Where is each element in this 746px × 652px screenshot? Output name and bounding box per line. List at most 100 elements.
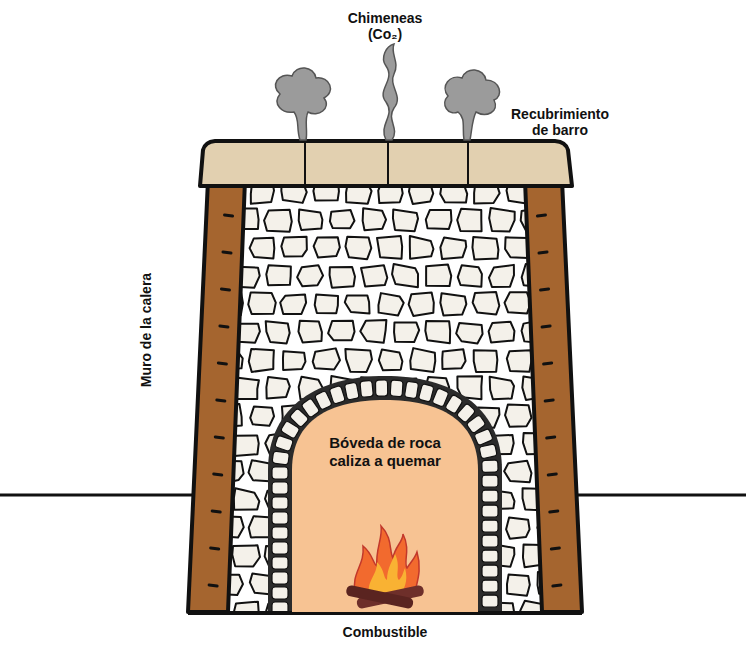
limestone-rock [345, 349, 372, 372]
part-label: Recubrimiento de barro [505, 106, 615, 138]
arch-rock [482, 520, 498, 532]
part-label: Muro de la calera [138, 240, 154, 420]
arch-rock [272, 527, 288, 539]
vault-shape [292, 400, 478, 612]
limestone-rock [266, 377, 289, 399]
limestone-rock [345, 295, 370, 313]
arch-rock [344, 382, 359, 400]
arch-rock [272, 542, 288, 554]
limestone-rock [409, 292, 434, 316]
limestone-rock [489, 322, 515, 343]
arch-rock [482, 505, 498, 517]
arch-rock [418, 384, 434, 403]
arch-rock [360, 380, 373, 397]
arch-rock [482, 535, 498, 547]
arch-rock [482, 475, 498, 487]
arch-rock [272, 467, 288, 479]
limestone-rock [266, 265, 291, 285]
limestone-rock [313, 348, 340, 369]
limestone-rock [233, 435, 258, 455]
arch-rock [390, 380, 403, 397]
limestone-rock [442, 349, 465, 369]
limestone-rock [426, 210, 452, 229]
limestone-rock [489, 208, 515, 231]
limestone-rock [504, 461, 531, 482]
limestone-rock [410, 236, 434, 259]
vault-arch [268, 376, 502, 614]
limestone-rock [457, 209, 481, 232]
limestone-rock [472, 237, 498, 259]
arch-rock [474, 428, 493, 445]
limestone-rock [314, 237, 340, 257]
arch-rock [272, 497, 288, 509]
arch-rock [272, 451, 289, 465]
arch-rock [329, 385, 345, 404]
arch-rock [482, 565, 498, 577]
limestone-rock [474, 350, 498, 372]
arch-rock [482, 490, 498, 502]
limestone-fill [216, 180, 579, 624]
limestone-rock [298, 321, 321, 343]
limestone-rock [248, 292, 276, 314]
limestone-rock [281, 237, 307, 257]
chimney [304, 143, 306, 184]
part-label: Chimeneas (Co₂) [340, 10, 430, 42]
chimney [387, 143, 389, 184]
limestone-rock [297, 265, 323, 286]
arch-rock [272, 557, 288, 569]
kiln-interior [220, 180, 550, 614]
clay-cover [200, 141, 572, 186]
kiln-wall-right [525, 180, 582, 612]
arch-rock [404, 381, 418, 399]
limestone-rock [299, 210, 323, 230]
limestone-rock [394, 322, 419, 342]
limestone-rock [330, 267, 355, 288]
limestone-rock [315, 295, 338, 314]
arch-rock [482, 550, 498, 562]
vault-chamber: Bóveda de roca caliza a quemar [292, 400, 478, 612]
limestone-rock [393, 209, 418, 231]
limestone-rock [490, 377, 514, 400]
limestone-rock [360, 320, 386, 343]
fire [345, 526, 424, 609]
limestone-rock [266, 321, 290, 343]
limestone-rock [264, 210, 292, 232]
limestone-rock [392, 264, 418, 287]
arch-rock [272, 587, 288, 599]
arch-rock [479, 444, 497, 459]
arch-rock [272, 482, 288, 494]
limestone-rock [440, 293, 466, 315]
arch-rock [272, 572, 288, 584]
limestone-rock [280, 295, 306, 315]
limestone-rock [250, 407, 274, 426]
limestone-rock [440, 237, 466, 259]
limestone-rock [458, 265, 482, 286]
arch-rock [272, 512, 288, 524]
limestone-rock [379, 349, 403, 370]
limestone-rock [378, 293, 403, 315]
limestone-rock [249, 349, 274, 372]
limestone-rock [473, 292, 500, 314]
arch-stones [272, 380, 498, 614]
vault-label: Bóveda de roca caliza a quemar [325, 400, 445, 470]
limestone-rock [363, 208, 386, 230]
limestone-rock [505, 292, 531, 313]
limestone-rock [410, 348, 435, 372]
limestone-rock [361, 265, 387, 286]
limestone-rock [456, 323, 482, 344]
limestone-rock [507, 575, 530, 596]
limestone-rock [489, 265, 514, 287]
limestone-rock [345, 237, 371, 260]
limestone-rock [232, 545, 260, 566]
limestone-rock [330, 210, 355, 228]
limestone-rock [426, 265, 451, 286]
limestone-rock [283, 351, 305, 370]
limestone-rock [507, 350, 532, 371]
arch-rock [482, 595, 498, 607]
limestone-rock [328, 321, 354, 340]
arch-rock [314, 391, 332, 411]
limestone-rock [506, 518, 529, 539]
arch-rock [482, 460, 498, 473]
limestone-rock [377, 236, 402, 259]
part-label: Combustible [305, 624, 465, 640]
